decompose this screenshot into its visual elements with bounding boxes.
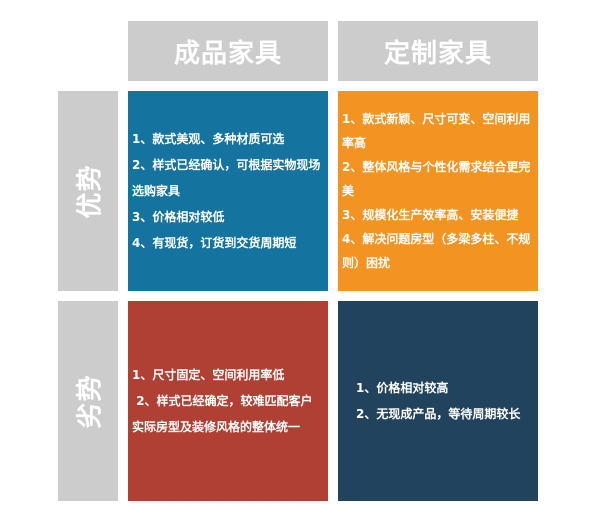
custom-advantage-item: 4、解决问题房型（多梁多柱、不规则）困扰 xyxy=(342,232,531,270)
finished-disadvantage-item: 1、尺寸固定、空间利用率低 xyxy=(132,368,285,382)
finished-disadvantage-item: 2、样式已经确定，较难匹配客户实际房型及装修风格的整体统一 xyxy=(132,394,313,434)
row-label-advantages: 优势 xyxy=(58,91,118,291)
finished-advantages-block: 1、款式美观、多种材质可选 2、样式已经确认，可根据实物现场选购家具 3、价格相… xyxy=(128,91,328,291)
header-custom-furniture-label: 定制家具 xyxy=(383,38,492,69)
row-label-disadvantages: 劣势 xyxy=(58,301,118,501)
custom-advantage-item: 2、整体风格与个性化需求结合更完美 xyxy=(342,160,531,198)
finished-advantage-item: 1、款式美观、多种材质可选 xyxy=(132,132,285,146)
finished-advantage-item: 2、样式已经确认，可根据实物现场选购家具 xyxy=(132,158,321,198)
finished-advantage-item: 4、有现货，订货到交货周期短 xyxy=(132,236,297,250)
row-label-disadvantages-text: 劣势 xyxy=(75,373,106,429)
custom-advantages-block: 1、款式新颖、尺寸可变、空间利用率高 2、整体风格与个性化需求结合更完美 3、规… xyxy=(338,91,538,291)
header-custom-furniture: 定制家具 xyxy=(338,21,538,81)
custom-disadvantage-item: 2、无现成产品，等待周期较长 xyxy=(356,407,521,421)
header-finished-furniture-label: 成品家具 xyxy=(173,38,282,69)
custom-disadvantage-item: 1、价格相对较高 xyxy=(356,381,449,395)
row-label-advantages-text: 优势 xyxy=(75,163,106,219)
finished-advantage-item: 3、价格相对较低 xyxy=(132,210,225,224)
finished-disadvantages-block: 1、尺寸固定、空间利用率低 2、样式已经确定，较难匹配客户实际房型及装修风格的整… xyxy=(128,301,328,501)
custom-disadvantages-block: 1、价格相对较高 2、无现成产品，等待周期较长 xyxy=(338,301,538,501)
header-finished-furniture: 成品家具 xyxy=(128,21,328,81)
custom-advantage-item: 1、款式新颖、尺寸可变、空间利用率高 xyxy=(342,112,531,150)
custom-advantage-item: 3、规模化生产效率高、安装便捷 xyxy=(342,208,519,222)
